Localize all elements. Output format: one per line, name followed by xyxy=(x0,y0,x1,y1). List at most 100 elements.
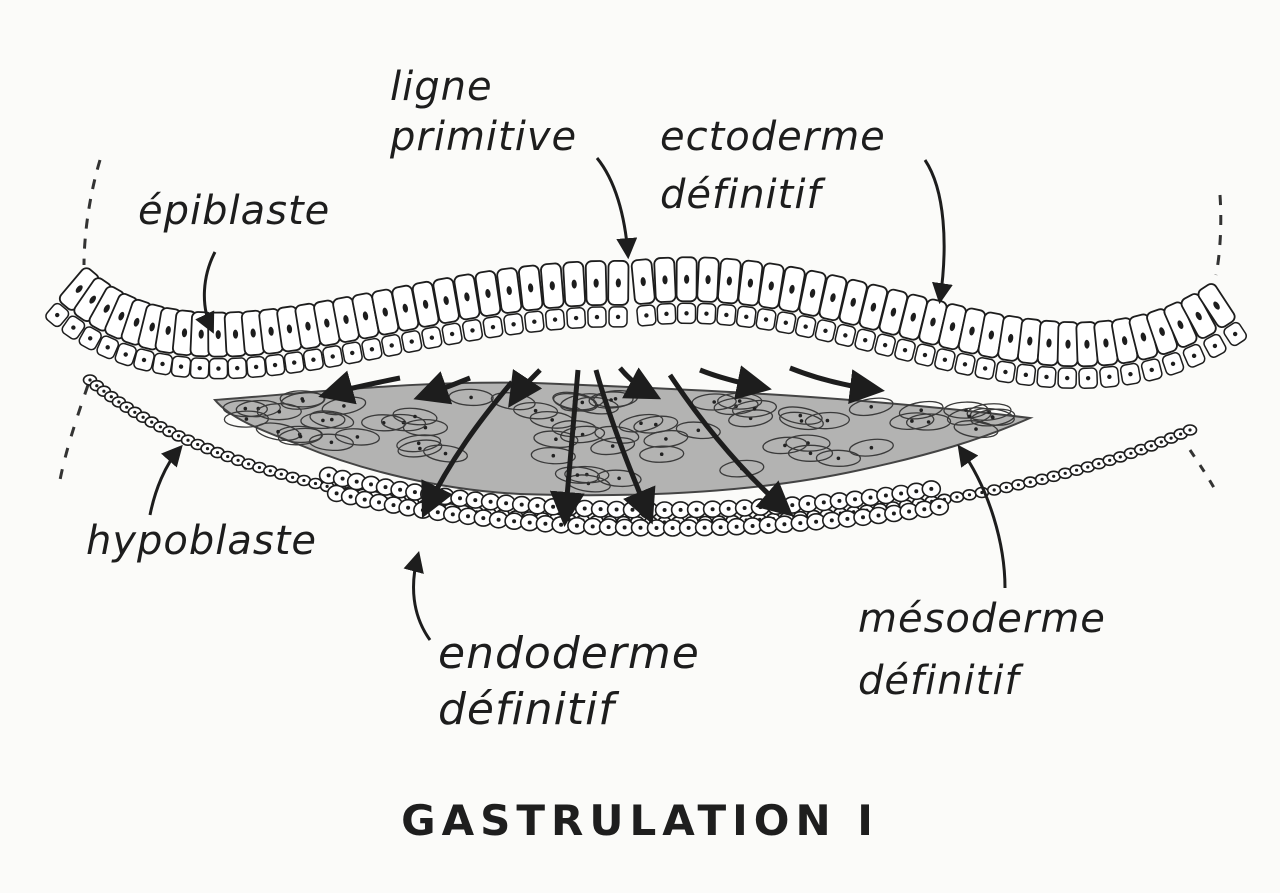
epiblast-inner-nucleus xyxy=(197,365,202,371)
epiblast-cell xyxy=(630,258,657,327)
mesoderm-nucleus xyxy=(243,406,248,411)
epiblast-cell xyxy=(432,277,463,346)
mesoderm-nucleus xyxy=(869,405,873,409)
mesoderm-nucleus xyxy=(664,437,668,441)
epiblast-nucleus xyxy=(181,328,188,338)
mesoderm-nucleus xyxy=(836,456,841,461)
epiblast-inner-nucleus xyxy=(982,366,988,371)
hypoblast-nucleus xyxy=(215,451,220,455)
epiblast-cell xyxy=(562,260,587,329)
epiblast-inner-nucleus xyxy=(823,328,828,334)
mesoderm-nucleus xyxy=(712,400,716,404)
mesoderm-cell xyxy=(728,409,774,428)
mesoderm-cell xyxy=(731,399,778,418)
endoderm-nucleus xyxy=(891,511,896,516)
mesoderm-nucleus xyxy=(550,418,554,422)
hypoblast-nucleus xyxy=(1169,436,1173,440)
epiblast-inner-nucleus xyxy=(902,347,908,353)
mesoderm-nucleus xyxy=(696,428,701,433)
endoderm-nucleus xyxy=(868,495,873,500)
mesoderm-nucleus xyxy=(967,414,971,419)
hypoblast-nucleus xyxy=(177,434,181,438)
mesoderm-nucleus xyxy=(910,419,914,423)
hypoblast-nucleus xyxy=(313,481,318,486)
epiblast-cell xyxy=(696,256,720,325)
epiblast-cell xyxy=(496,267,524,336)
hypoblast-nucleus xyxy=(150,420,154,424)
mesoderm-cell xyxy=(633,415,679,434)
epiblast-cell xyxy=(240,309,267,378)
hypoblast-nucleus xyxy=(88,378,92,382)
epiblast-inner-nucleus xyxy=(664,311,669,317)
epiblast-cell xyxy=(114,298,153,367)
hypoblast-nucleus xyxy=(1063,471,1067,475)
epiblast-cell xyxy=(61,277,112,340)
hypoblast-nucleus xyxy=(1075,468,1079,472)
endoderm-nucleus xyxy=(798,521,803,526)
epiblast-inner-nucleus xyxy=(684,311,689,316)
hypoblast-nucleus xyxy=(133,410,137,414)
hypoblast-nucleus xyxy=(196,442,200,447)
ectoderme-pointer xyxy=(923,159,953,305)
mesoderm-nucleus xyxy=(551,453,556,458)
hypoblaste-label: hypoblaste xyxy=(86,518,318,564)
endoderm-nucleus xyxy=(937,504,942,509)
epiblast-nucleus xyxy=(1084,339,1090,349)
hypoblast-nucleus xyxy=(1118,455,1122,459)
endoderm-nucleus xyxy=(450,512,455,517)
epiblast-cell xyxy=(391,284,423,353)
epiblast-nucleus xyxy=(969,326,975,336)
mesoderm-cell xyxy=(762,436,808,455)
endoderm-nucleus xyxy=(622,525,627,530)
epiblast-cell xyxy=(1146,308,1185,376)
mesoderm-nucleus xyxy=(533,408,538,413)
mesoderm-nucleus xyxy=(342,404,346,408)
epiblast-nucleus xyxy=(890,307,897,317)
mesoderm-cell xyxy=(235,399,281,418)
epiblast-cell xyxy=(351,292,383,361)
hypoblast-nucleus xyxy=(992,488,996,492)
endoderm-nucleus xyxy=(726,506,731,511)
endoderm-nucleus xyxy=(606,525,611,530)
mesoderm-cell xyxy=(423,444,468,463)
mesoderm-nucleus xyxy=(737,399,742,403)
left-dashed-edge xyxy=(82,159,102,266)
epiblast-cell xyxy=(1015,317,1043,387)
epiblast-nucleus xyxy=(75,285,83,293)
epiblast-cell xyxy=(854,283,889,352)
epiblast-nucleus xyxy=(549,281,555,291)
mesoderm-cell xyxy=(804,411,851,430)
epiblast-nucleus xyxy=(662,275,668,285)
epiblast-inner-nucleus xyxy=(141,357,147,363)
mesoderm-nucleus xyxy=(418,446,422,451)
epiblast-inner-nucleus xyxy=(178,364,184,369)
mesoderm-nucleus xyxy=(277,409,282,414)
epiblast-inner-nucleus xyxy=(350,350,355,356)
mesoderm-nucleus xyxy=(244,417,249,421)
endoderm-nucleus xyxy=(758,505,763,510)
mesoderm-nucleus xyxy=(869,445,874,450)
epiblast-nucleus xyxy=(1103,338,1109,348)
epiblast-nucleus xyxy=(506,286,512,296)
epiblast-inner-nucleus xyxy=(292,360,297,365)
epiblast-inner-nucleus xyxy=(1023,372,1029,378)
epiblast-inner-nucleus xyxy=(594,314,600,320)
epiblast-nucleus xyxy=(422,299,429,309)
hypoblast-nucleus xyxy=(1097,462,1101,466)
endoderm-nucleus xyxy=(458,496,462,501)
endoderm-nucleus xyxy=(504,501,509,506)
epiblast-inner-nucleus xyxy=(71,325,76,330)
mesoderm-nucleus xyxy=(808,451,813,456)
hypoblast-nucleus xyxy=(1149,444,1153,448)
epiblast-nucleus xyxy=(571,279,577,289)
epiblast-inner-nucleus xyxy=(882,342,888,348)
endoderm-nucleus xyxy=(806,501,811,506)
epiblast-inner-nucleus xyxy=(1003,369,1008,375)
epiblast-inner-nucleus xyxy=(449,331,455,337)
epiblast-inner-nucleus xyxy=(1128,371,1133,377)
endoderm-nucleus xyxy=(527,520,532,525)
hypoblast-nucleus xyxy=(125,405,129,409)
epiblast-inner-nucleus xyxy=(216,366,221,371)
hypoblast-nucleus xyxy=(1004,485,1009,490)
mesoderm-nucleus xyxy=(416,441,421,446)
